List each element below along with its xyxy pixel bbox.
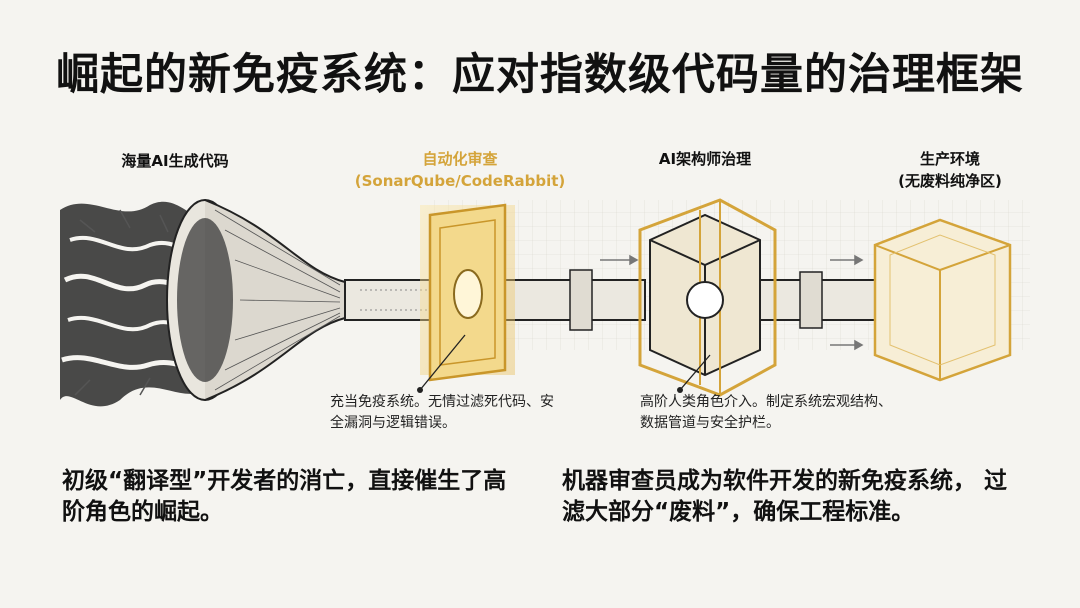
stage-production-title: 生产环境 bbox=[870, 148, 1030, 170]
stage-review-title: 自动化审查 bbox=[330, 148, 590, 170]
stage-architect-title: AI架构师治理 bbox=[659, 150, 751, 168]
bottom-left-text: 初级“翻译型”开发者的消亡，直接催生了高阶角色的崛起。 bbox=[62, 466, 522, 528]
review-filter bbox=[420, 205, 515, 380]
stage-input-title: 海量AI生成代码 bbox=[121, 152, 228, 170]
production-cube bbox=[875, 220, 1010, 380]
bottom-right-text: 机器审查员成为软件开发的新免疫系统， 过滤大部分“废料”，确保工程标准。 bbox=[562, 466, 1027, 528]
stage-input-label: 海量AI生成代码 bbox=[90, 150, 260, 172]
architect-note: 高阶人类角色介入。制定系统宏观结构、数据管道与安全护栏。 bbox=[640, 392, 900, 434]
page-title: 崛起的新免疫系统：应对指数级代码量的治理框架 bbox=[0, 40, 1080, 102]
stage-architect-label: AI架构师治理 bbox=[620, 148, 790, 170]
funnel bbox=[167, 200, 345, 400]
review-note: 充当免疫系统。无情过滤死代码、安全漏洞与逻辑错误。 bbox=[330, 392, 560, 434]
